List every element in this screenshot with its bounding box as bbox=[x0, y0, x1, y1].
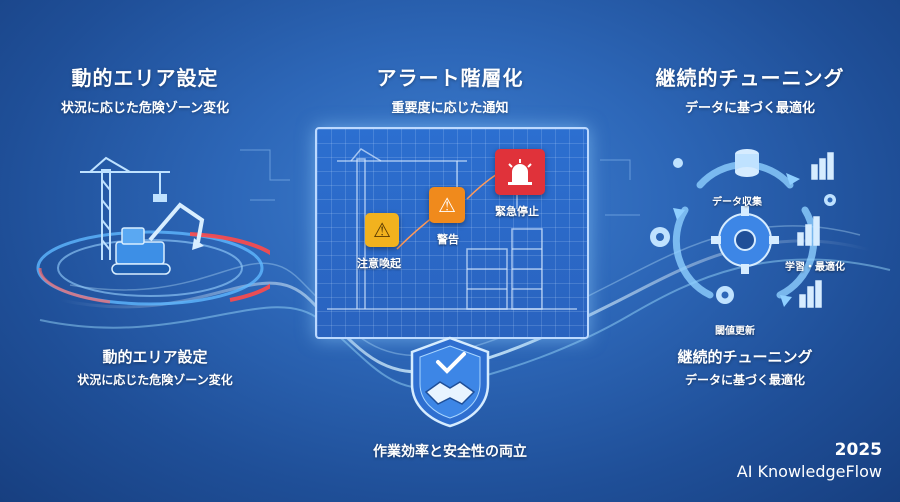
caution-alert-card: ⚠ bbox=[365, 213, 399, 247]
siren-icon bbox=[508, 159, 532, 185]
cycle-label-learning-optimization: 学習・最適化 bbox=[785, 262, 845, 273]
right-title: 継続的チューニング bbox=[655, 66, 845, 90]
bottom-caption: 作業効率と安全性の両立 bbox=[373, 444, 527, 460]
handshake-shield-icon bbox=[410, 336, 490, 428]
database-icon bbox=[735, 149, 759, 177]
emergency-alert-label: 緊急停止 bbox=[495, 205, 539, 218]
left-subtitle: 状況に応じた危険ゾーン変化 bbox=[60, 101, 230, 116]
brand-year: 2025 bbox=[834, 440, 882, 460]
right-title-block: 継続的チューニング データに基づく最適化 bbox=[620, 62, 880, 116]
brand-block: 2025 AI KnowledgeFlow bbox=[737, 440, 882, 481]
right-caption-subtitle: データに基づく最適化 bbox=[684, 373, 805, 387]
right-caption-title: 継続的チューニング bbox=[677, 348, 813, 366]
tuning-cycle-illustration bbox=[650, 149, 836, 308]
center-title-block: アラート階層化 重要度に応じた通知 bbox=[330, 62, 570, 116]
excavator-icon bbox=[111, 202, 205, 275]
left-caption-subtitle: 状況に応じた危険ゾーン変化 bbox=[77, 373, 233, 387]
center-subtitle: 重要度に応じた通知 bbox=[391, 101, 509, 116]
brand-name: AI KnowledgeFlow bbox=[736, 462, 882, 481]
caution-alert-label: 注意喚起 bbox=[357, 257, 401, 270]
gear-icon bbox=[711, 206, 779, 274]
danger-zone-arc bbox=[189, 232, 270, 302]
alert-blueprint-board: ⚠ 注意喚起 ⚠ 警告 緊急停止 bbox=[315, 127, 589, 339]
right-subtitle: データに基づく最適化 bbox=[684, 101, 815, 116]
warning-alert-label: 警告 bbox=[437, 233, 459, 246]
safe-zone-ring bbox=[36, 230, 264, 306]
cycle-label-threshold-update: 閾値更新 bbox=[715, 326, 755, 337]
warning-triangle-icon: ⚠ bbox=[438, 193, 456, 217]
warning-triangle-icon: ⚠ bbox=[373, 218, 391, 242]
left-caption-title: 動的エリア設定 bbox=[102, 348, 208, 366]
emergency-alert-card bbox=[495, 149, 545, 195]
bar-chart-icon bbox=[797, 152, 834, 308]
warning-alert-card: ⚠ bbox=[429, 187, 465, 223]
cycle-label-data-collection: データ収集 bbox=[712, 197, 762, 208]
left-title-block: 動的エリア設定 状況に応じた危険ゾーン変化 bbox=[40, 62, 250, 116]
left-title: 動的エリア設定 bbox=[71, 66, 219, 90]
center-title: アラート階層化 bbox=[376, 66, 524, 90]
crane-excavator-illustration bbox=[36, 156, 270, 306]
crane-icon bbox=[80, 156, 170, 260]
left-caption-block: 動的エリア設定 状況に応じた危険ゾーン変化 bbox=[55, 346, 255, 388]
small-gear-icon bbox=[650, 158, 836, 304]
right-caption-block: 継続的チューニング データに基づく最適化 bbox=[640, 346, 850, 388]
